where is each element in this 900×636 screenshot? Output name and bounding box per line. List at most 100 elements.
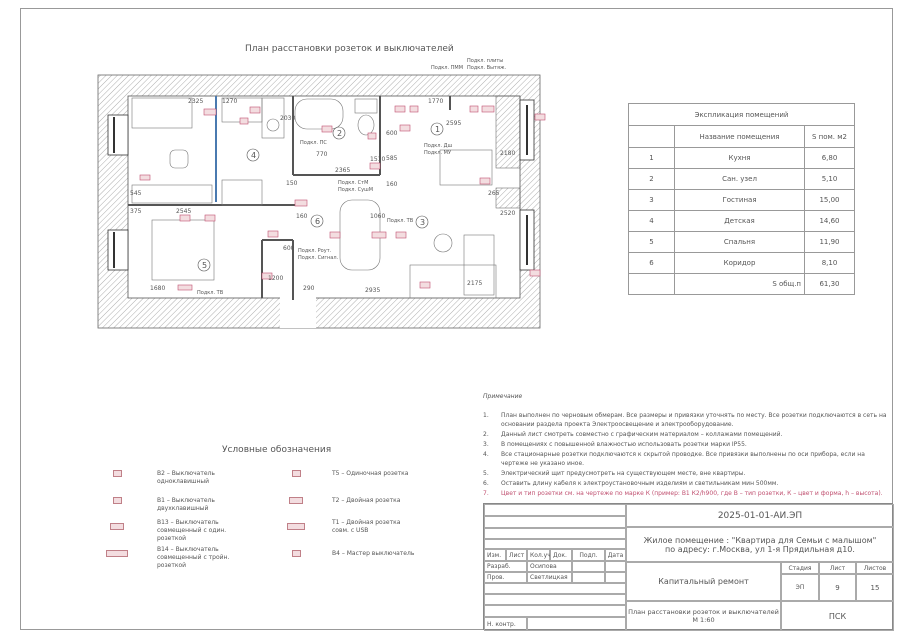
dimension: 160 (386, 181, 398, 188)
dimension: 2365 (335, 167, 351, 174)
connection-label: Подкл. ПММ (431, 65, 464, 71)
col-header-name: Название помещения (674, 125, 805, 148)
note-item: 7.Цвет и тип розетки см. на чертеже по м… (483, 490, 883, 497)
dimension: 375 (130, 208, 142, 215)
document-code: 2025-01-01-АИ.ЭП (626, 504, 894, 527)
title-block: Изм. Лист Кол.уч Док. Подп. Дата Разраб.… (483, 503, 894, 631)
double-socket-icon (289, 497, 303, 504)
legend-label: В2 – Выключатель одноклавишный (157, 470, 215, 485)
note-item: 3.В помещениях с повышенной влажностью и… (483, 441, 747, 448)
dimension: 150 (286, 180, 298, 187)
drawing-scale: М 1:60 (692, 616, 715, 624)
legend-label: В1 – Выключатель двухклавишный (157, 497, 215, 512)
dimension: 1270 (222, 98, 238, 105)
note-item: 2.Данный лист смотреть совместно с графи… (483, 431, 783, 438)
notes-title: Примечание (483, 393, 523, 400)
dimension: 2520 (500, 210, 516, 217)
note-item: 1.План выполнен по черновым обмерам. Все… (483, 412, 887, 428)
connection-label: Подкл. МУ (424, 150, 452, 156)
note-item: 5.Электрический щит предусмотреть на сущ… (483, 470, 746, 477)
room-number-1: 1 (435, 125, 441, 134)
connection-label: Подкл. СтМ (338, 180, 369, 186)
connection-label: Подкл. ТВ (197, 290, 224, 296)
dimension: 1680 (150, 285, 166, 292)
windows (107, 99, 535, 271)
switch-socket-icon (110, 523, 124, 530)
dimension: 1200 (268, 275, 284, 282)
double-switch-icon (113, 497, 122, 504)
dimension: 265 (488, 190, 500, 197)
dimension: 1770 (428, 98, 444, 105)
object-line-2: по адресу: г.Москва, ул 1-я Прядильная д… (665, 544, 855, 554)
connection-label: Подкл. Роут. (298, 248, 332, 254)
stage-name: Капитальный ремонт (626, 562, 781, 601)
room-number-6: 6 (315, 217, 321, 226)
legend-label: В13 – Выключатель совмещенный с один. ро… (157, 519, 227, 542)
note-item: 6.Оставить длину кабеля к электроустанов… (483, 480, 779, 487)
partitions (128, 96, 451, 300)
dimension: 2545 (176, 208, 192, 215)
master-switch-icon (292, 550, 301, 557)
dimension: 2595 (446, 120, 462, 127)
drawing-title: План расстановки розеток и выключателей (628, 608, 779, 616)
room-number-2: 2 (337, 129, 343, 138)
object-line-1: Жилое помещение : "Квартира для Семьи с … (643, 535, 877, 545)
drawing-frame (20, 8, 893, 630)
legend-title: Условные обозначения (222, 445, 332, 455)
dimension: 585 (386, 155, 398, 162)
dimension: 290 (303, 285, 315, 292)
room-explication-table: Экспликация помещений Название помещения… (628, 103, 855, 295)
connection-label: Подкл. плиты (467, 58, 504, 64)
col-header-area: S пом. м2 (804, 125, 855, 148)
connection-label: Подкл. ТВ (387, 218, 414, 224)
room-number-circles (197, 122, 444, 272)
single-socket-icon (292, 470, 301, 477)
dimension: 600 (386, 130, 398, 137)
single-switch-icon (113, 470, 122, 477)
dimension: 545 (130, 190, 142, 197)
room-number-3: 3 (420, 218, 426, 227)
dimension: 2175 (467, 280, 483, 287)
dimension: 600 (283, 245, 295, 252)
connection-label: Подкл. Вытяж. (467, 65, 507, 71)
sheets-total: 15 (856, 574, 894, 601)
dimension: 1510 (370, 156, 386, 163)
notes: Примечание 1.План выполнен по черновым о… (483, 392, 893, 499)
note-item: 4.Все стационарные розетки подключаются … (483, 451, 865, 467)
outer-walls (97, 74, 541, 329)
usb-socket-icon (287, 523, 305, 530)
connection-label: Подкл. Сигнал. (298, 255, 339, 261)
room-number-4: 4 (251, 151, 257, 160)
connection-label: Подкл. Дш (424, 143, 453, 149)
plan-title: План расстановки розеток и выключателей (245, 44, 454, 54)
dimension: 2180 (500, 150, 516, 157)
legend-label: Т1 – Двойная розетка совм. с USB (332, 519, 401, 534)
legend-label: В4 – Мастер выключатель (332, 550, 415, 557)
dimension: 2325 (188, 98, 204, 105)
room-number-5: 5 (202, 261, 208, 270)
dimension: 770 (316, 151, 328, 158)
legend-label: В14 – Выключатель совмещенный с тройн. р… (157, 546, 230, 569)
dimension: 160 (296, 213, 308, 220)
dimension: 1060 (370, 213, 386, 220)
legend-label: Т5 – Одиночная розетка (332, 470, 409, 477)
sheet-number: 9 (819, 574, 856, 601)
dimension: 2030 (280, 115, 296, 122)
switch-triple-socket-icon (106, 550, 128, 557)
connection-label: Подкл. СушМ (338, 187, 374, 193)
legend-label: Т2 – Двойная розетка (332, 497, 401, 504)
sockets (139, 105, 546, 291)
connection-label: Подкл. ПС (300, 140, 327, 146)
stage-value: ЭП (781, 574, 819, 601)
table-title: Экспликация помещений (628, 103, 855, 126)
furniture (131, 97, 497, 299)
dimension: 2935 (365, 287, 381, 294)
